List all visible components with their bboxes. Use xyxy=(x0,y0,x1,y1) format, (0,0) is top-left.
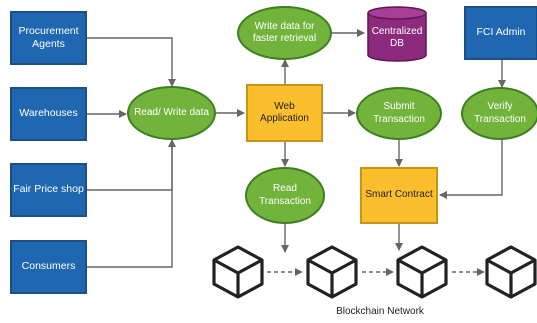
smart-contract-box: Smart Contract xyxy=(360,167,438,224)
verify-transaction-process: Verify Transaction xyxy=(461,87,537,140)
warehouses-box: Warehouses xyxy=(10,87,87,141)
consumers-box: Consumers xyxy=(10,240,87,294)
centralized-db-label: Centralized DB xyxy=(371,25,423,50)
blockchain-network-label: Blockchain Network xyxy=(336,306,424,317)
read-transaction-process: Read Transaction xyxy=(245,167,325,224)
web-application-box: Web Application xyxy=(246,84,323,142)
connector-fairprice-readwrite xyxy=(87,139,176,191)
procurement-agents-box: Procurement Agents xyxy=(10,11,87,65)
block-cube-icon xyxy=(212,245,264,299)
database-cylinder xyxy=(367,6,427,62)
connector-consumers-readwrite xyxy=(87,140,173,268)
block-cube-icon xyxy=(396,245,448,299)
connector-procurement-readwrite xyxy=(87,37,176,87)
write-data-process: Write data for faster retrieval xyxy=(237,6,332,60)
block-cube-icon xyxy=(306,245,358,299)
read-write-data-process: Read/ Write data xyxy=(127,86,216,140)
block-cube-icon xyxy=(485,245,537,299)
fci-admin-box: FCI Admin xyxy=(464,6,537,60)
fair-price-shop-box: Fair Price shop xyxy=(10,163,87,217)
connector-verify-smartcontract xyxy=(439,140,503,199)
submit-transaction-process: Submit Transaction xyxy=(356,87,442,140)
